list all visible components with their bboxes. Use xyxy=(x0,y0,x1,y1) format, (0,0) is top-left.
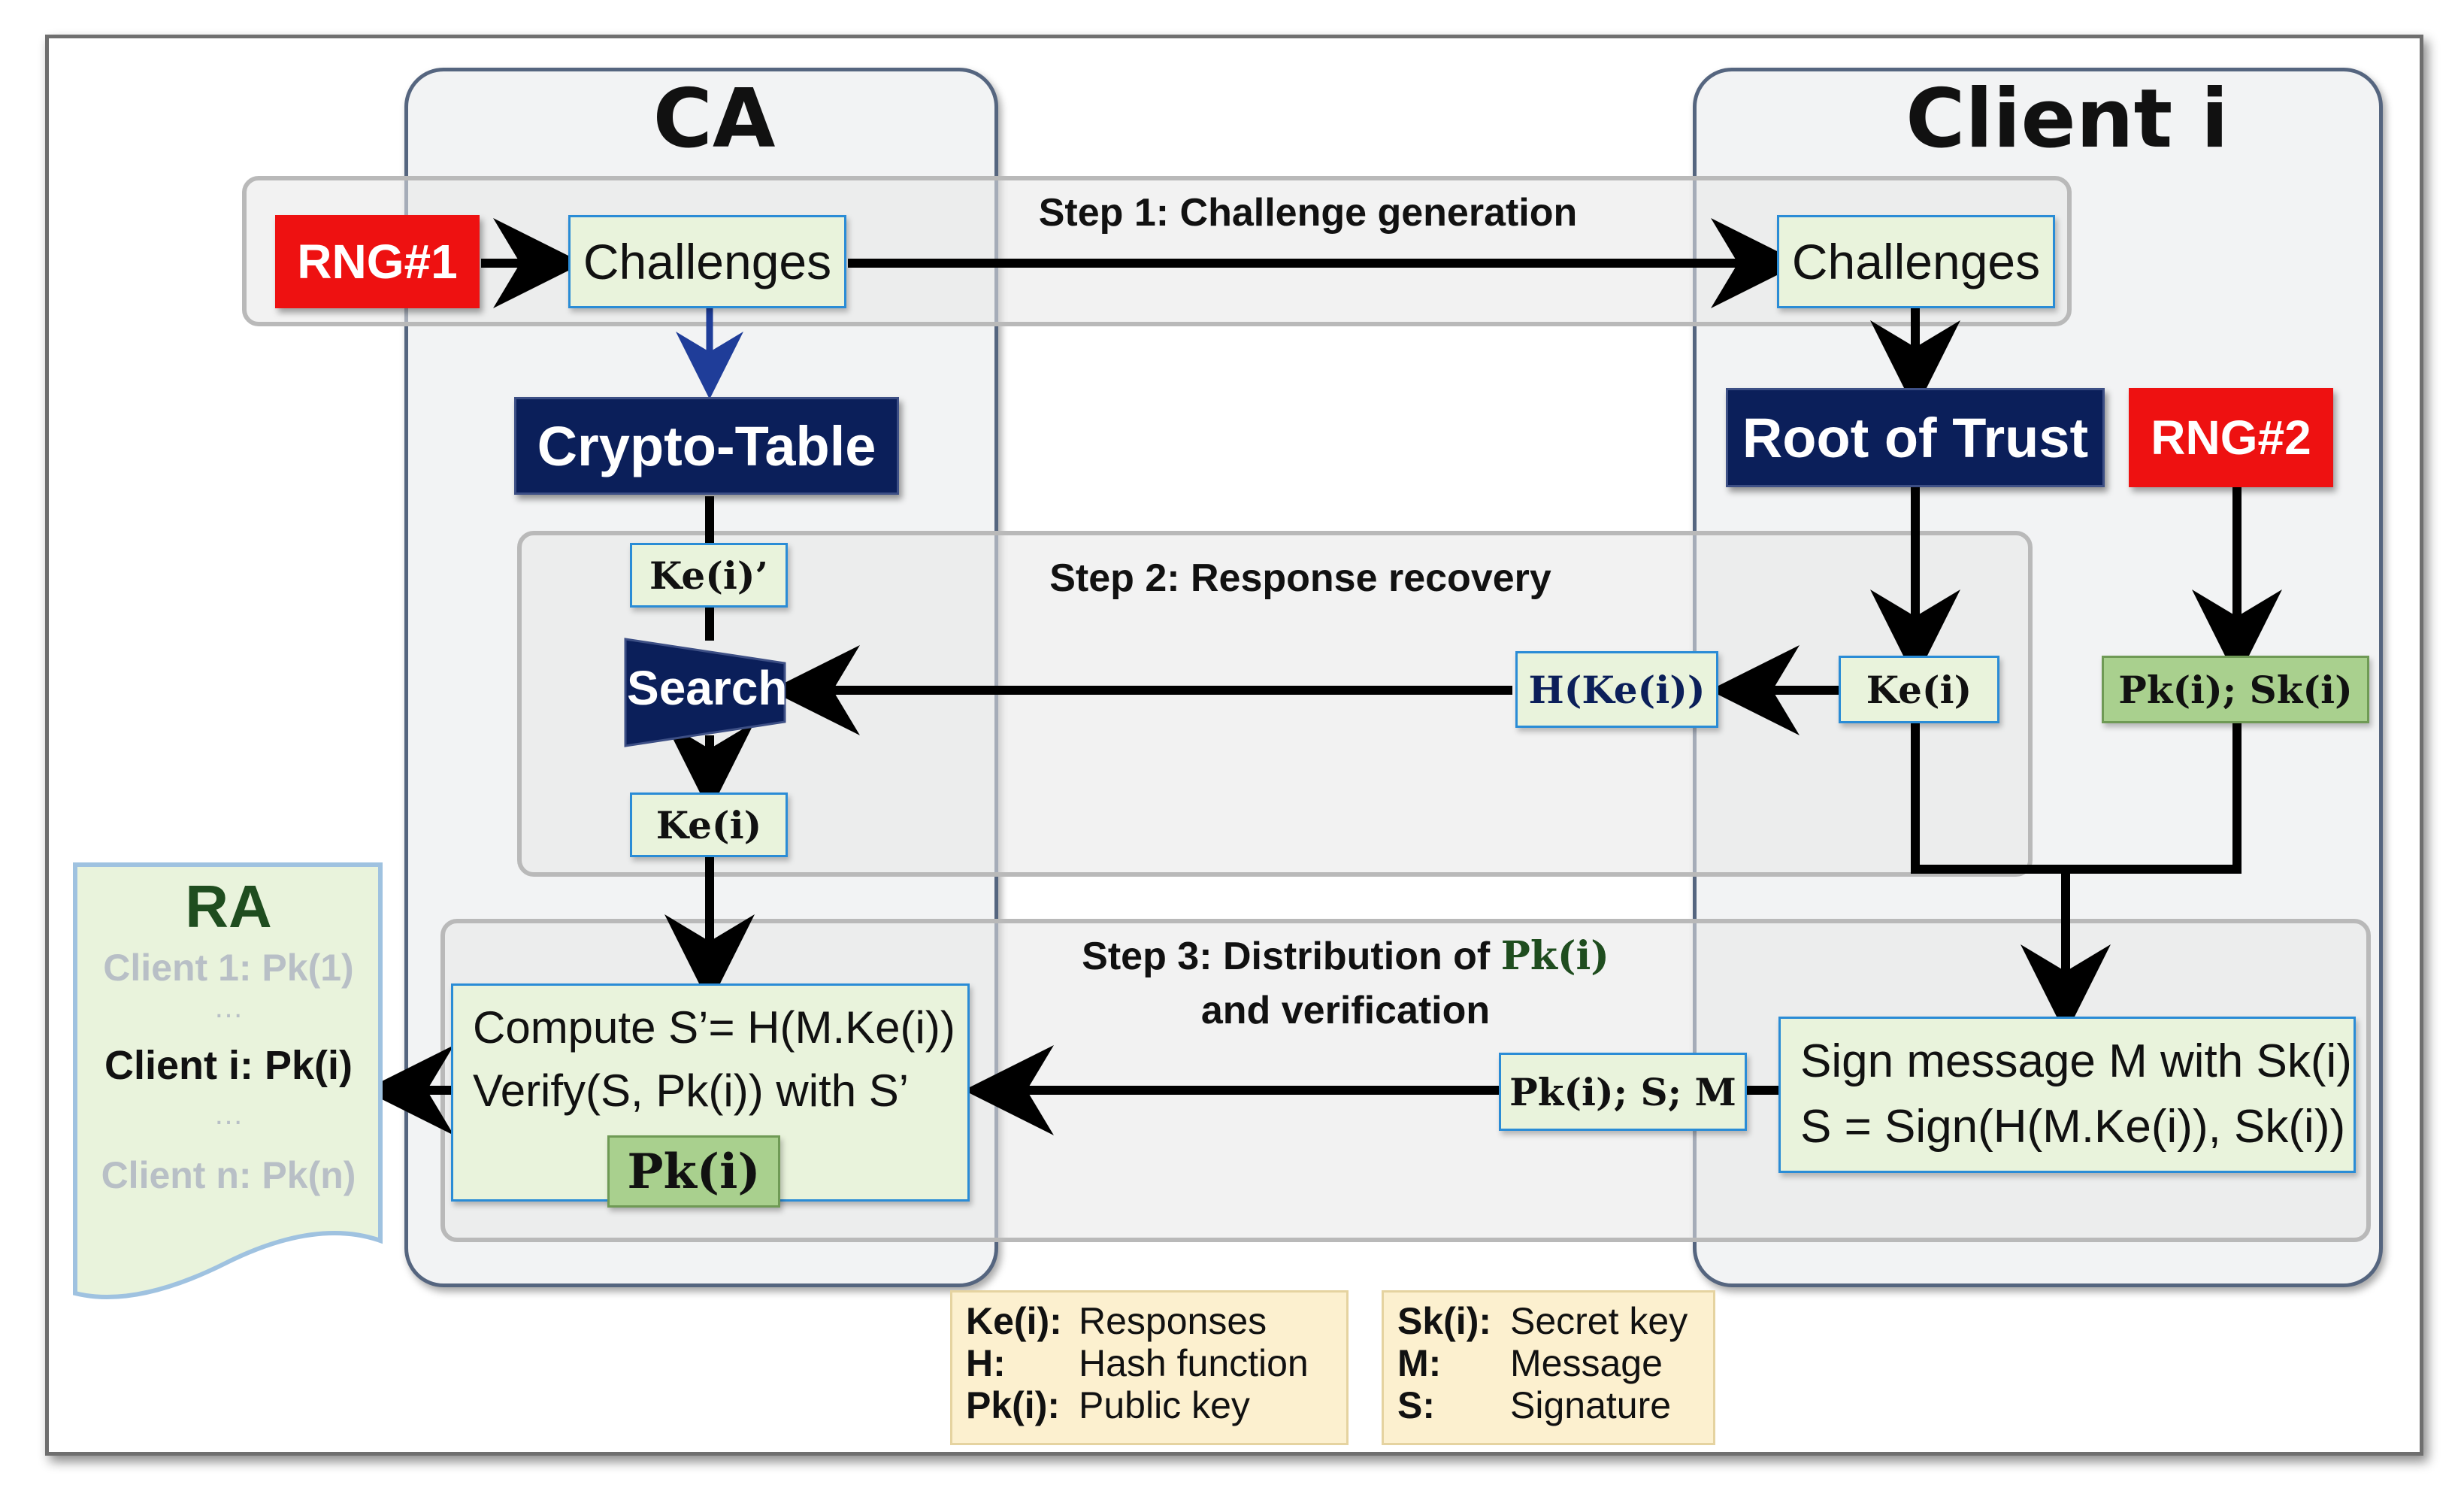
legend-value: Responses xyxy=(1079,1300,1267,1342)
line-ke-pksk-merge xyxy=(1911,723,2242,874)
legend-value: Hash function xyxy=(1079,1342,1309,1384)
ra-clienti: Client i: Pk(i) xyxy=(104,1043,353,1088)
crypto-table-box: Crypto-Table xyxy=(514,397,899,495)
ca-pk-box: Pk(i) xyxy=(607,1135,780,1208)
legend-key: H: xyxy=(966,1342,1006,1384)
rng2-box: RNG#2 xyxy=(2129,388,2333,487)
sign-line1: Sign message M with Sk(i) xyxy=(1800,1035,2352,1087)
pk-sk-box: Pk(i); Sk(i) xyxy=(2102,656,2369,723)
step3-math: Pk(i) xyxy=(1500,933,1609,979)
ra-title: RA xyxy=(185,873,272,940)
client-ke-box: Ke(i) xyxy=(1839,656,1999,723)
step2-title: Step 2: Response recovery xyxy=(1049,556,1551,600)
legend-value: Secret key xyxy=(1510,1300,1688,1342)
legend-row: Pk(i): Public key xyxy=(966,1384,1333,1426)
legend-key: S: xyxy=(1397,1384,1435,1426)
legend-value: Message xyxy=(1510,1342,1663,1384)
ke-prime-box: Ke(i)’ xyxy=(630,543,788,608)
pk-s-m-box: Pk(i); S; M xyxy=(1499,1053,1747,1131)
step3-line1: Step 3: Distribution of xyxy=(1082,935,1491,978)
rng1-box: RNG#1 xyxy=(275,215,480,308)
root-of-trust-box: Root of Trust xyxy=(1726,388,2105,487)
sign-box: Sign message M with Sk(i) S = Sign(H(M.K… xyxy=(1778,1017,2356,1173)
ra-document-shape xyxy=(73,862,383,1299)
client-title: Client i xyxy=(1906,72,2229,166)
legend-value: Public key xyxy=(1079,1384,1250,1426)
legend-key: Sk(i): xyxy=(1397,1300,1491,1342)
legend-key: Ke(i): xyxy=(966,1300,1062,1342)
legend-key: Pk(i): xyxy=(966,1384,1060,1426)
legend-left: Ke(i): Responses H: Hash function Pk(i): Pu… xyxy=(950,1290,1349,1445)
client-challenges-box: Challenges xyxy=(1777,215,2055,308)
search-label: Search xyxy=(627,661,788,715)
ca-title: CA xyxy=(652,72,776,166)
ca-challenges-box: Challenges xyxy=(568,215,846,308)
ra-dots2: … xyxy=(213,1098,244,1131)
legend-row: H: Hash function xyxy=(966,1342,1333,1384)
legend-key: M: xyxy=(1397,1342,1442,1384)
step1-title: Step 1: Challenge generation xyxy=(1038,191,1578,235)
ra-client1: Client 1: Pk(1) xyxy=(103,947,354,989)
legend-row: Ke(i): Responses xyxy=(966,1300,1333,1342)
ra-clientn: Client n: Pk(n) xyxy=(101,1154,356,1196)
step3-line2: and verification xyxy=(1200,988,1491,1032)
hash-ke-box: H(Ke(i)) xyxy=(1515,651,1718,728)
legend-row: M: Message xyxy=(1397,1342,1700,1384)
legend-row: S: Signature xyxy=(1397,1384,1700,1426)
verify-line: Verify(S, Pk(i)) with S’ xyxy=(473,1065,910,1116)
ca-ke-box: Ke(i) xyxy=(630,793,788,857)
ra-list: RA Client 1: Pk(1) … Client i: Pk(i) … C… xyxy=(78,872,379,1197)
ra-dots1: … xyxy=(213,991,244,1024)
search-shape xyxy=(624,638,786,747)
compute-line: Compute S’= H(M.Ke(i)) xyxy=(473,1002,955,1053)
legend-right: Sk(i): Secret key M: Message S: Signature xyxy=(1382,1290,1715,1445)
legend-row: Sk(i): Secret key xyxy=(1397,1300,1700,1342)
legend-value: Signature xyxy=(1510,1384,1672,1426)
sign-line2: S = Sign(H(M.Ke(i)), Sk(i)) xyxy=(1800,1100,2346,1153)
step3-title: Step 3: Distribution of Pk(i) and verifi… xyxy=(970,929,1721,1038)
